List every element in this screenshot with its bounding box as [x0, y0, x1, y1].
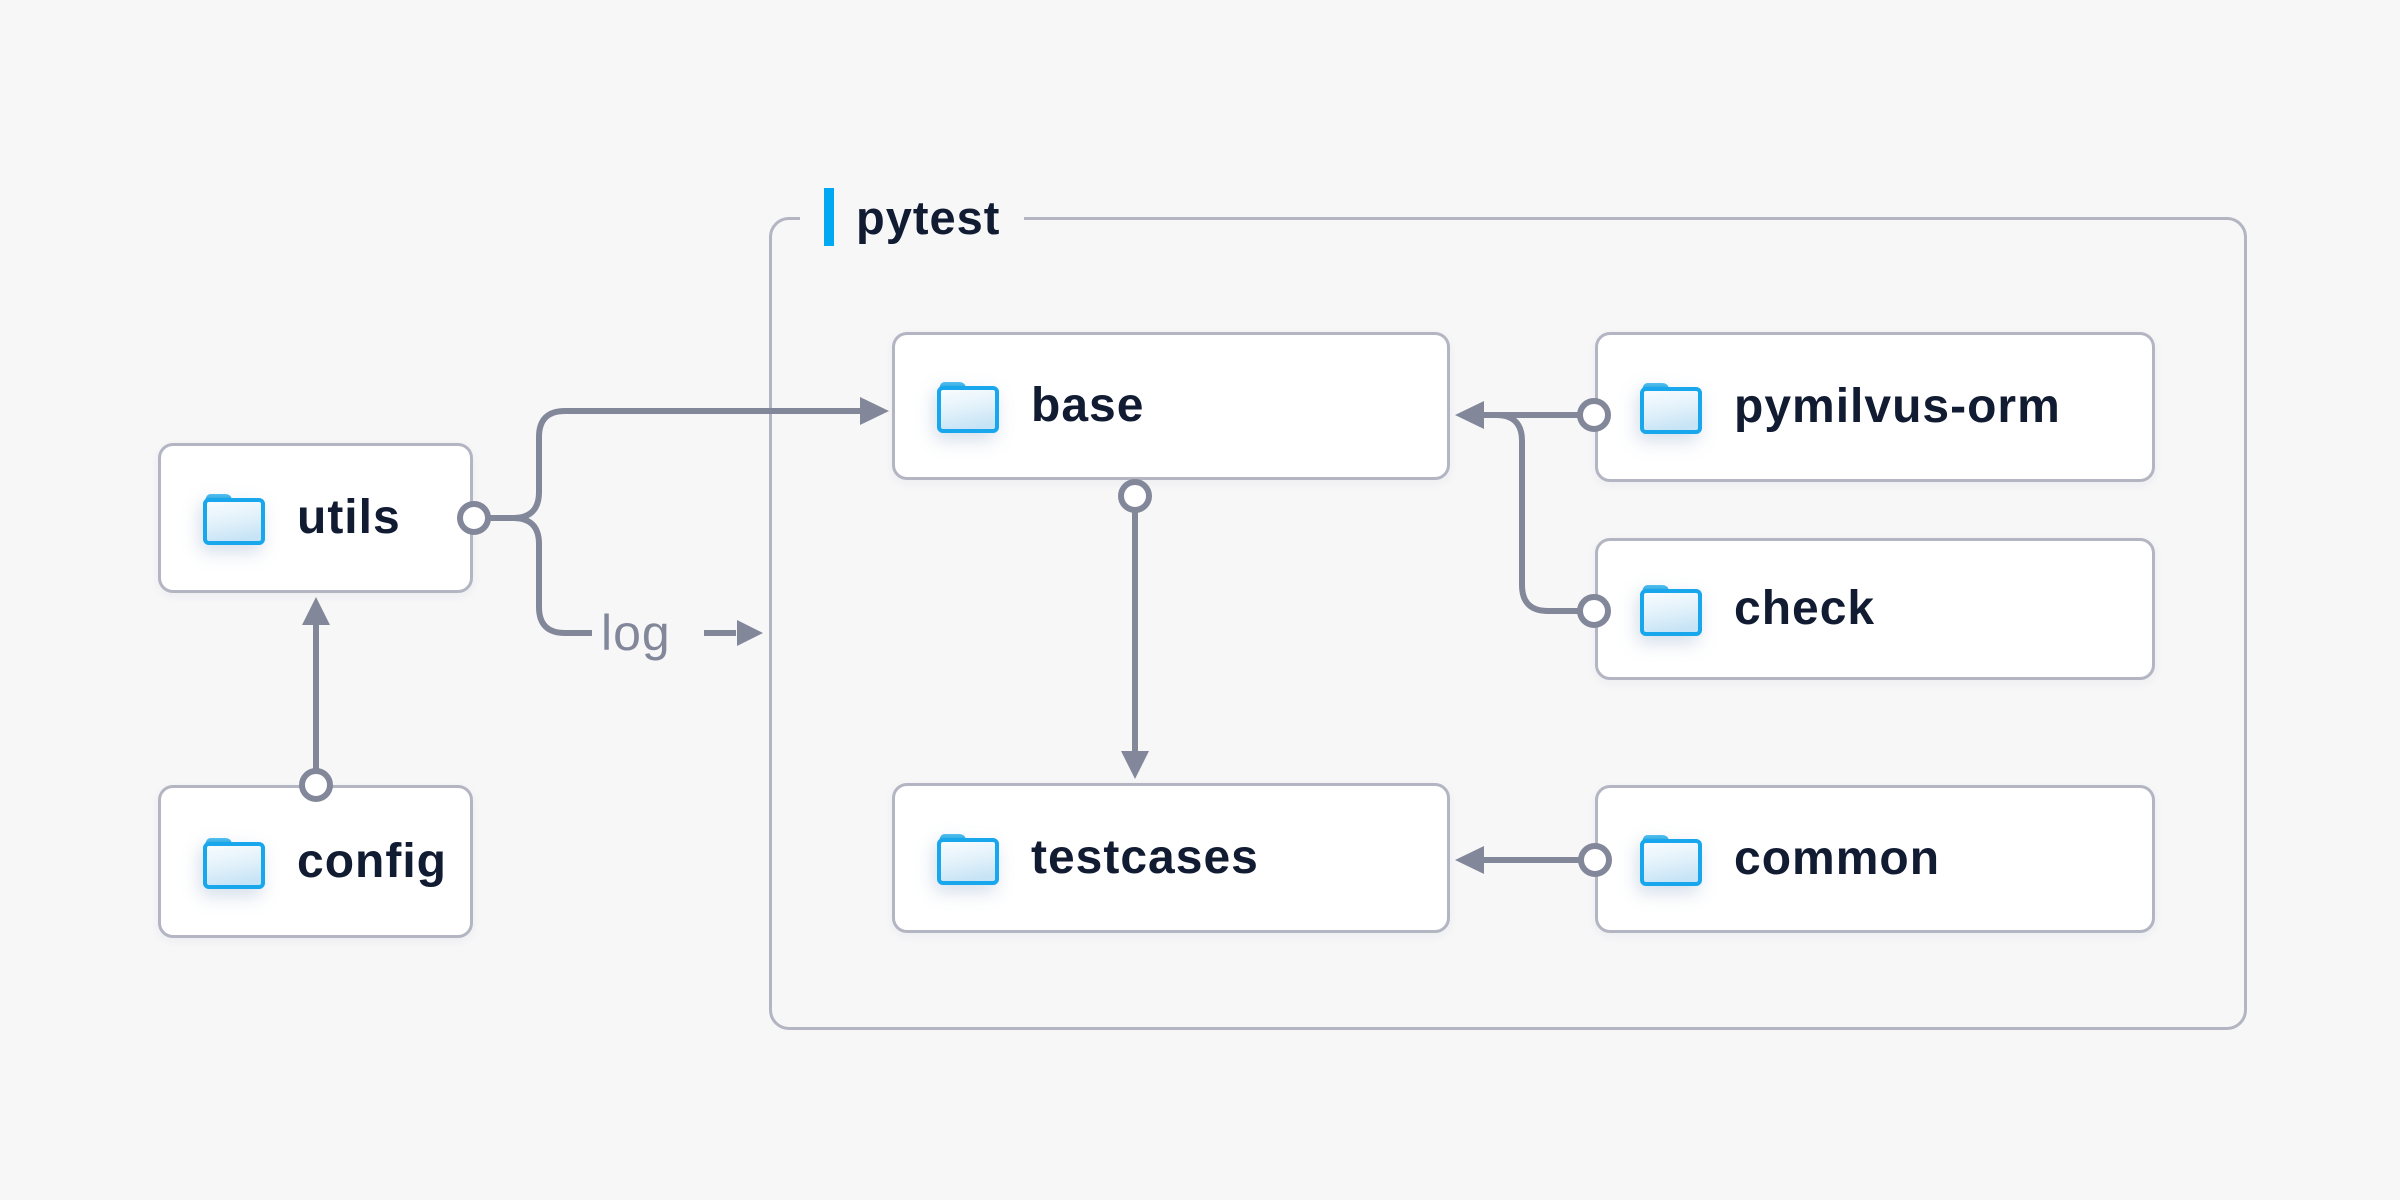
node-pymilvus-orm[interactable]: pymilvus-orm [1595, 332, 2155, 482]
node-base[interactable]: base [892, 332, 1450, 480]
node-check[interactable]: check [1595, 538, 2155, 680]
node-common-label: common [1734, 832, 1941, 885]
arrowhead-up-icon [302, 597, 330, 625]
folder-icon [1638, 581, 1704, 637]
node-config[interactable]: config [158, 785, 473, 938]
log-arrow-icon [737, 620, 763, 646]
pytest-group-label-text: pytest [856, 190, 1001, 244]
accent-bar-icon [824, 188, 834, 246]
edge-log-label: log [601, 605, 671, 661]
node-base-label: base [1031, 379, 1145, 432]
folder-icon [201, 834, 267, 890]
pytest-group-box [769, 217, 2247, 1030]
folder-icon [1638, 379, 1704, 435]
node-utils[interactable]: utils [158, 443, 473, 593]
folder-icon [935, 378, 1001, 434]
node-testcases[interactable]: testcases [892, 783, 1450, 933]
pytest-group-label: pytest [800, 182, 1025, 252]
folder-icon [1638, 831, 1704, 887]
folder-icon [935, 830, 1001, 886]
node-testcases-label: testcases [1031, 831, 1259, 884]
node-config-label: config [297, 834, 447, 888]
edge-utils-log [488, 515, 592, 636]
node-common[interactable]: common [1595, 785, 2155, 933]
node-check-label: check [1734, 582, 1876, 635]
folder-icon [201, 490, 267, 546]
node-pymilvus-orm-label: pymilvus-orm [1734, 380, 2061, 433]
node-utils-label: utils [297, 491, 401, 544]
